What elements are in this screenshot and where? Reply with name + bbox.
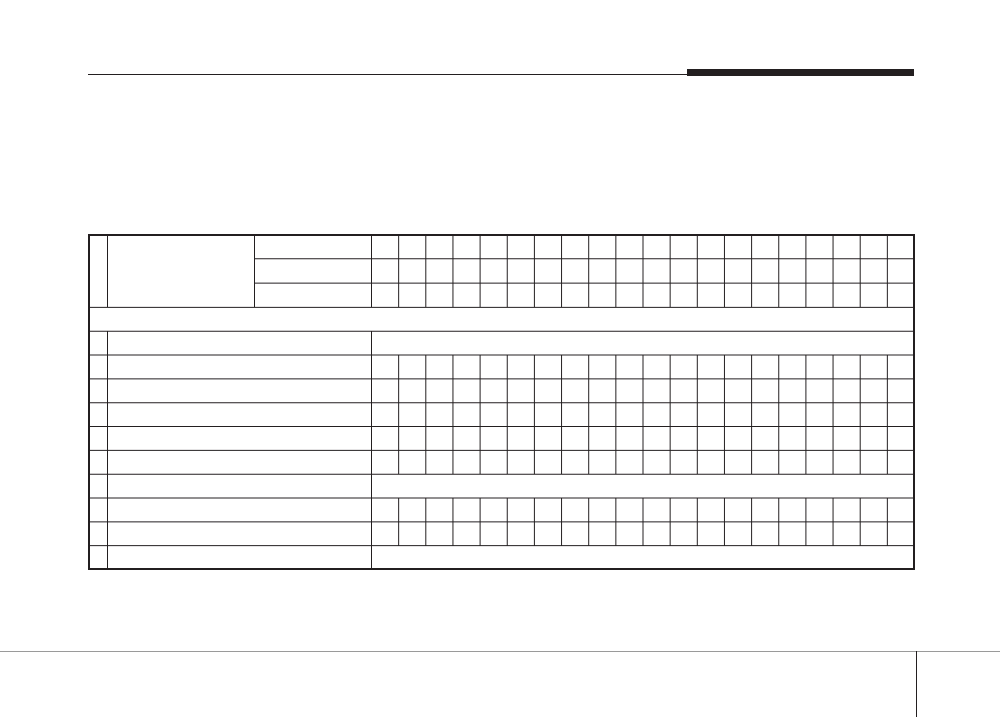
footer-rule: [0, 651, 1000, 652]
schedule-grid: [88, 234, 915, 570]
header-rule: [88, 74, 688, 75]
maintenance-schedule-table: [88, 234, 915, 570]
header-section-tab: [687, 69, 914, 76]
footer-divider: [916, 651, 917, 717]
table-border: [88, 234, 915, 570]
